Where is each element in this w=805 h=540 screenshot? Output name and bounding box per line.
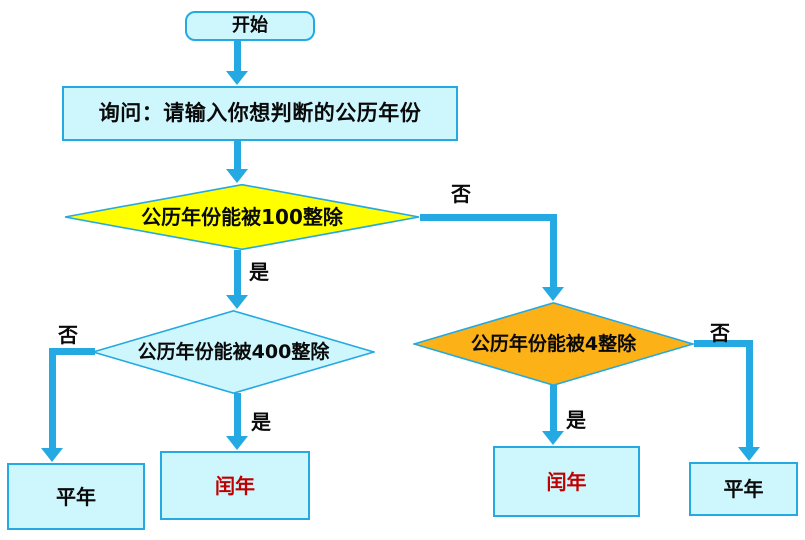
edge-label-yes: 是 <box>249 260 269 284</box>
edge-label-no: 否 <box>451 182 471 206</box>
edge-label-no: 否 <box>710 321 730 345</box>
node-label: 公历年份能被400整除 <box>137 340 330 363</box>
node-common-year-right: 平年 <box>689 462 798 516</box>
connector-line <box>694 340 753 347</box>
node-label: 开始 <box>232 15 268 37</box>
arrowhead-down-icon <box>226 436 248 450</box>
arrowhead-down-icon <box>226 71 248 85</box>
connector-line <box>420 214 557 221</box>
connector-line <box>234 41 241 73</box>
node-common-year-left: 平年 <box>7 463 145 530</box>
node-ask-input: 询问：请输入你想判断的公历年份 <box>62 86 458 141</box>
connector-line <box>746 340 753 448</box>
edge-label-no: 否 <box>58 323 78 347</box>
arrowhead-down-icon <box>738 447 760 461</box>
connector-line <box>234 250 241 296</box>
connector-line <box>234 393 241 437</box>
arrowhead-down-icon <box>542 287 564 301</box>
node-label: 平年 <box>56 484 96 509</box>
diamond-shape-icon <box>92 310 375 394</box>
connector-line <box>49 348 95 355</box>
connector-line <box>49 348 56 449</box>
node-leap-year-left: 闰年 <box>160 451 310 520</box>
diamond-shape-icon <box>413 302 694 386</box>
arrowhead-down-icon <box>226 295 248 309</box>
connector-line <box>550 385 557 432</box>
arrowhead-down-icon <box>542 431 564 445</box>
node-leap-year-right: 闰年 <box>493 446 640 517</box>
connector-line <box>550 214 557 288</box>
edge-label-yes: 是 <box>566 408 586 432</box>
arrowhead-down-icon <box>226 169 248 183</box>
decision-divisible-by-100: 公历年份能被100整除 <box>64 184 420 250</box>
node-start: 开始 <box>185 11 315 41</box>
node-label: 询问：请输入你想判断的公历年份 <box>98 100 422 125</box>
node-label: 平年 <box>723 477 764 501</box>
node-label: 闰年 <box>546 469 587 494</box>
node-label: 闰年 <box>215 473 255 498</box>
node-label: 公历年份能被100整除 <box>141 205 343 229</box>
connector-line <box>234 141 241 170</box>
decision-divisible-by-400: 公历年份能被400整除 <box>92 310 375 394</box>
node-label: 公历年份能被4整除 <box>470 332 637 355</box>
decision-divisible-by-4: 公历年份能被4整除 <box>413 302 694 386</box>
arrowhead-down-icon <box>41 448 63 462</box>
diamond-shape-icon <box>64 184 420 250</box>
edge-label-yes: 是 <box>251 410 271 434</box>
